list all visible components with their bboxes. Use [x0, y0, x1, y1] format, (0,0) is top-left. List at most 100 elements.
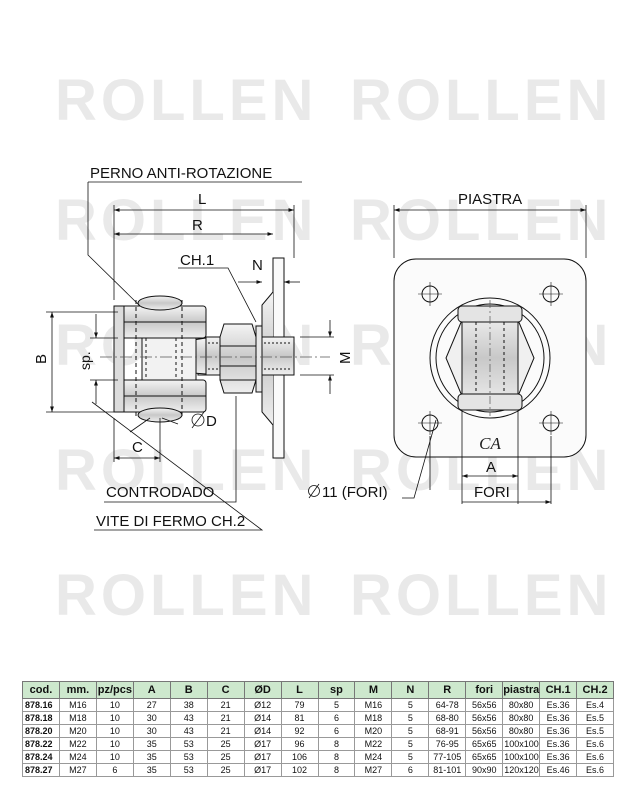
table-header-cell: piastra — [502, 681, 541, 699]
table-cell: 878.22 — [22, 737, 60, 751]
table-cell: 30 — [132, 724, 171, 738]
table-cell: 80x80 — [502, 711, 541, 725]
table-cell: 77-105 — [428, 750, 467, 764]
table-header-cell: CH.2 — [576, 681, 614, 699]
table-cell: 5 — [317, 698, 356, 712]
dim-N-label: N — [252, 257, 263, 274]
table-cell: 100x100 — [502, 750, 541, 764]
table-cell: 81-101 — [428, 763, 467, 777]
watermark-text: ROLLEN — [55, 188, 317, 253]
table-cell: 10 — [95, 711, 134, 725]
dim-D-label: D — [206, 413, 217, 430]
table-cell: 6 — [317, 724, 356, 738]
watermark-text: ROLLEN — [55, 563, 317, 628]
table-cell: M20 — [58, 724, 97, 738]
table-cell: 5 — [391, 711, 430, 725]
controdado-label: CONTRODADO — [106, 484, 214, 501]
table-cell: 10 — [95, 698, 134, 712]
table-cell: 25 — [206, 750, 245, 764]
leader-vite — [91, 401, 264, 531]
dim-B-label: B — [33, 354, 50, 364]
table-cell: 878.18 — [22, 711, 60, 725]
table-cell: Ø12 — [243, 698, 282, 712]
table-cell: 92 — [280, 724, 319, 738]
table-cell: 8 — [317, 737, 356, 751]
table-header-cell: R — [428, 681, 467, 699]
table-header-cell: A — [132, 681, 171, 699]
front-labels: PIASTRA CA A FORI 11 (FORI) — [308, 191, 522, 501]
dim-sp-label: sp. — [77, 351, 93, 370]
watermark-text: ROLLEN — [350, 68, 612, 133]
technical-drawing: ROLLEN ROLLEN ROLLEN ROLLEN ROLLEN ROLLE… — [33, 68, 612, 628]
table-cell: M27 — [354, 763, 393, 777]
leader-controdado — [104, 396, 237, 503]
table-cell: 56x56 — [465, 711, 504, 725]
table-cell: Es.4 — [576, 698, 614, 712]
table-cell: 43 — [169, 711, 208, 725]
watermark-text: ROLLEN — [350, 563, 612, 628]
table-cell: 5 — [391, 750, 430, 764]
dim-C-label: C — [132, 439, 143, 456]
table-cell: 90x90 — [465, 763, 504, 777]
table-cell: M27 — [58, 763, 97, 777]
table-cell: 10 — [95, 724, 134, 738]
table-cell: 21 — [206, 711, 245, 725]
table-cell: 5 — [391, 737, 430, 751]
diameter-icon — [191, 413, 205, 427]
fori-diameter-label: 11 (FORI) — [322, 484, 388, 501]
bolt-holes — [418, 282, 563, 435]
table-header-cell: C — [206, 681, 245, 699]
watermark-text: ROLLEN — [55, 438, 317, 503]
table-cell: M22 — [354, 737, 393, 751]
leader-perno — [87, 182, 141, 307]
table-cell: 27 — [132, 698, 171, 712]
table-header-cell: CH.1 — [539, 681, 578, 699]
dim-L-label: L — [198, 191, 206, 208]
leader-fori — [402, 419, 437, 499]
table-cell: Es.36 — [539, 711, 578, 725]
table-cell: Es.6 — [576, 750, 614, 764]
table-cell: 76-95 — [428, 737, 467, 751]
table-cell: Es.46 — [539, 763, 578, 777]
table-cell: Es.6 — [576, 737, 614, 751]
table-cell: 68-91 — [428, 724, 467, 738]
table-cell: 21 — [206, 698, 245, 712]
table-cell: 878.27 — [22, 763, 60, 777]
table-cell: M18 — [58, 711, 97, 725]
table-cell: 65x65 — [465, 737, 504, 751]
table-cell: 106 — [280, 750, 319, 764]
table-cell: 878.24 — [22, 750, 60, 764]
table-cell: 53 — [169, 737, 208, 751]
diameter-icon — [308, 485, 320, 497]
table-cell: 30 — [132, 711, 171, 725]
dim-A-label: A — [486, 459, 496, 476]
table-header-cell: B — [169, 681, 208, 699]
weld-ring-outer — [429, 297, 551, 419]
table-cell: 35 — [132, 750, 171, 764]
table-cell: Es.5 — [576, 711, 614, 725]
table-cell: 878.16 — [22, 698, 60, 712]
table-cell: 10 — [95, 750, 134, 764]
table-cell: M24 — [354, 750, 393, 764]
dim-R-label: R — [192, 217, 203, 234]
table-cell: M16 — [354, 698, 393, 712]
table-cell: 878.20 — [22, 724, 60, 738]
table-cell: 25 — [206, 763, 245, 777]
leader-ch1 — [178, 267, 257, 323]
table-cell: 38 — [169, 698, 208, 712]
fori-label: FORI — [474, 484, 510, 501]
table-header-cell: pz/pcs — [95, 681, 134, 699]
table-header-cell: cod. — [22, 681, 60, 699]
table-header-cell: N — [391, 681, 430, 699]
table-cell: 5 — [391, 698, 430, 712]
vite-label: VITE DI FERMO CH.2 — [96, 513, 245, 530]
table-cell: Ø14 — [243, 711, 282, 725]
table-cell: 68-80 — [428, 711, 467, 725]
table-cell: 21 — [206, 724, 245, 738]
